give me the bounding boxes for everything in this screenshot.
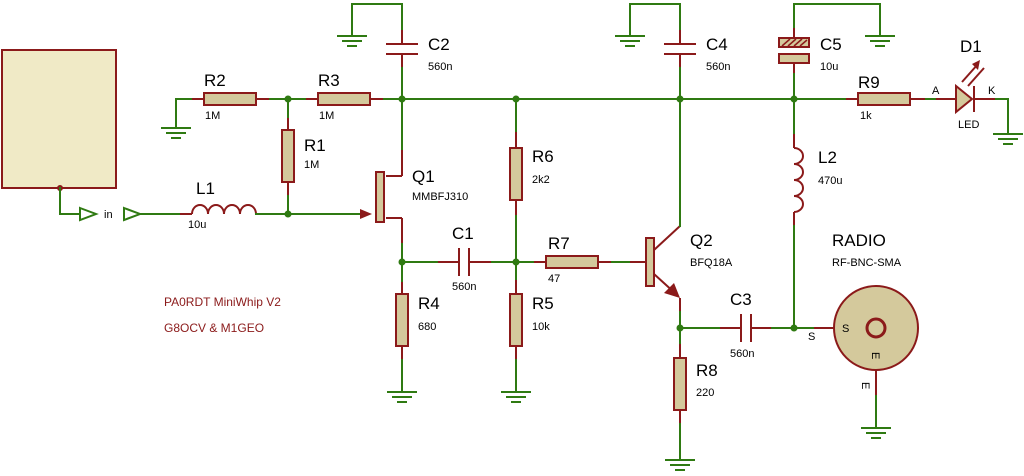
ref-radio: RADIO [832, 231, 886, 250]
transistor-q1: Q1 MMBFJ310 [375, 98, 468, 263]
value-r3: 1M [319, 110, 334, 122]
credit-line-1: PA0RDT MiniWhip V2 [164, 295, 281, 309]
input-terminal [123, 206, 181, 222]
value-q2: BFQ18A [690, 257, 733, 269]
value-r8: 220 [696, 387, 714, 399]
ref-r2: R2 [204, 71, 226, 90]
value-c5: 10u [820, 61, 838, 73]
pin-a-label: A [932, 85, 940, 97]
radio-connector: S S E E RADIO RF-BNC-SMA [808, 231, 919, 439]
capacitor-c3: C3 560n [720, 290, 772, 360]
value-c2: 560n [428, 61, 452, 73]
antenna-plate: in [1, 49, 117, 222]
ref-q2: Q2 [690, 231, 713, 250]
radio-pin-s-net-label: S [808, 331, 815, 343]
ref-c5: C5 [820, 35, 842, 54]
resistor-r7: R7 47 [534, 234, 612, 285]
radio-pin-e-net-label: E [859, 382, 871, 389]
ref-q1: Q1 [412, 167, 435, 186]
ref-r1: R1 [304, 136, 326, 155]
ref-r8: R8 [696, 361, 718, 380]
value-q1: MMBFJ310 [412, 191, 468, 203]
value-r4: 680 [418, 321, 436, 333]
resistor-r1: R1 1M [281, 98, 326, 215]
inductor-l1: L1 10u [180, 179, 257, 231]
resistor-r6: R6 2k2 [509, 98, 554, 263]
led-d1: D1 A K LED [932, 37, 996, 131]
ref-r5: R5 [532, 294, 554, 313]
ref-r6: R6 [532, 147, 554, 166]
value-l2: 470u [818, 175, 842, 187]
resistor-r9: R9 1k [846, 73, 926, 122]
ref-d1: D1 [960, 37, 982, 56]
pin-k-label: K [988, 85, 996, 97]
value-r9: 1k [860, 110, 872, 122]
ref-r4: R4 [418, 294, 440, 313]
resistor-r2: R2 1M [192, 71, 270, 122]
radio-pin-s-label: S [842, 323, 849, 335]
ref-c1: C1 [452, 224, 474, 243]
ground-d1 [993, 133, 1023, 145]
value-r2: 1M [205, 110, 220, 122]
value-radio: RF-BNC-SMA [832, 257, 902, 269]
ref-l1: L1 [196, 179, 215, 198]
value-r5: 10k [532, 321, 550, 333]
value-d1: LED [958, 119, 979, 131]
capacitor-c5: C5 10u [778, 3, 895, 100]
resistor-r3: R3 1M [306, 71, 384, 122]
resistor-r8: R8 220 [665, 327, 718, 471]
ground-r2 [161, 127, 191, 139]
value-c4: 560n [706, 61, 730, 73]
value-l1: 10u [188, 219, 206, 231]
capacitor-c1: C1 560n [438, 224, 492, 293]
capacitor-c2: C2 560n [337, 3, 452, 100]
value-r7: 47 [548, 273, 560, 285]
ref-c4: C4 [706, 35, 728, 54]
ref-c2: C2 [428, 35, 450, 54]
value-r6: 2k2 [532, 174, 550, 186]
ref-l2: L2 [818, 148, 837, 167]
radio-pin-e-label: E [869, 352, 881, 359]
resistor-r5: R5 10k [501, 261, 554, 403]
ref-c3: C3 [730, 290, 752, 309]
capacitor-c4: C4 560n [615, 3, 730, 100]
ref-r3: R3 [318, 71, 340, 90]
value-c3: 560n [730, 348, 754, 360]
ref-r7: R7 [548, 234, 570, 253]
ref-r9: R9 [858, 73, 880, 92]
transistor-q2: Q2 BFQ18A [630, 98, 733, 312]
net-label-in-left: in [104, 209, 113, 221]
inductor-l2: L2 470u [793, 98, 842, 329]
value-r1: 1M [304, 159, 319, 171]
resistor-r4: R4 680 [387, 261, 440, 403]
value-c1: 560n [452, 281, 476, 293]
credit-line-2: G8OCV & M1GEO [164, 321, 264, 335]
